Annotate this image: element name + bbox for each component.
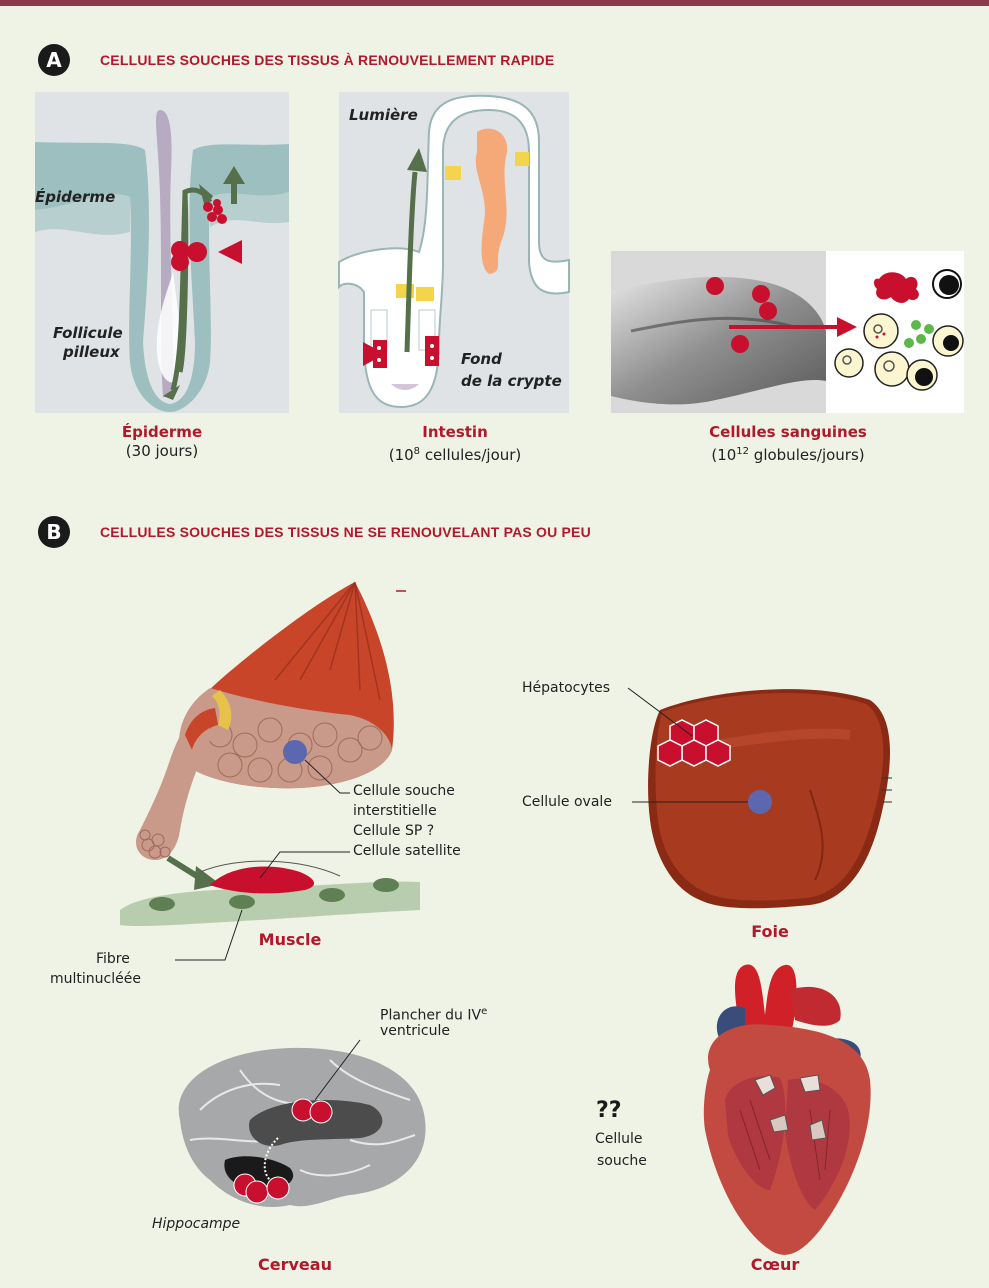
section-a-title: CELLULES SOUCHES DES TISSUS À RENOUVELLE… (100, 52, 554, 68)
plancher-label-exp: e (481, 1006, 487, 1017)
section-a-letter: A (38, 44, 70, 76)
epiderme-caption-name: Épiderme (80, 423, 244, 442)
souche-label-line2: souche (597, 1152, 647, 1171)
intestin-panel: Lumière Fond de la crypte (339, 92, 569, 413)
intestin-illustration (339, 92, 569, 413)
epiderme-caption-detail: (30 jours) (126, 442, 198, 460)
follicule-label-line2: pilleux (63, 343, 120, 362)
intestin-caption: Intestin (108 cellules/jour) (355, 423, 555, 465)
coeur-question: ?? (596, 1098, 622, 1123)
interstitielle-label-line2: interstitielle (353, 802, 437, 821)
sang-caption-name: Cellules sanguines (678, 423, 898, 442)
fond-label-line2: de la crypte (461, 372, 562, 391)
souche-label-line1: Cellule (595, 1130, 643, 1149)
epiderme-illustration (35, 92, 289, 413)
muscle-name: Muscle (240, 930, 340, 949)
intestin-caption-name: Intestin (355, 423, 555, 442)
sang-illustration (611, 251, 964, 413)
plancher-label-line2: ventricule (380, 1022, 450, 1041)
section-b-letter: B (38, 516, 70, 548)
foie-name: Foie (720, 922, 820, 941)
cerveau-illustration (150, 1040, 450, 1220)
sang-caption-exp: 12 (736, 446, 749, 457)
follicule-label-line1: Follicule (53, 324, 123, 343)
sang-panel (611, 251, 964, 413)
interstitielle-label-line1: Cellule souche (353, 782, 455, 801)
intestin-caption-detail-post: cellules/jour) (420, 446, 521, 464)
fibre-label-line1: Fibre (96, 950, 130, 969)
section-b-title: CELLULES SOUCHES DES TISSUS NE SE RENOUV… (100, 524, 591, 540)
epiderme-panel: Épiderme Follicule pilleux (35, 92, 289, 413)
sang-caption-detail-pre: (10 (711, 446, 736, 464)
interstitielle-label-line3: Cellule SP ? (353, 822, 434, 841)
muscle-illustration (100, 560, 420, 940)
cerveau-name: Cerveau (235, 1255, 355, 1274)
satellite-label: Cellule satellite (353, 842, 461, 861)
coeur-illustration (670, 960, 900, 1260)
epiderme-label: Épiderme (35, 188, 115, 207)
epiderme-caption: Épiderme (30 jours) (80, 423, 244, 461)
lumiere-label: Lumière (349, 106, 418, 125)
sang-caption-detail-post: globules/jours) (749, 446, 865, 464)
hippocampe-label: Hippocampe (152, 1215, 240, 1234)
fibre-label-line2: multinucléée (50, 970, 141, 989)
coeur-name: Cœur (725, 1255, 825, 1274)
top-border (0, 0, 989, 6)
fond-label-line1: Fond (461, 350, 502, 369)
ovale-label: Cellule ovale (522, 793, 612, 812)
intestin-caption-detail-pre: (10 (389, 446, 414, 464)
hepatocytes-label: Hépatocytes (522, 679, 610, 698)
sang-caption: Cellules sanguines (1012 globules/jours) (678, 423, 898, 465)
